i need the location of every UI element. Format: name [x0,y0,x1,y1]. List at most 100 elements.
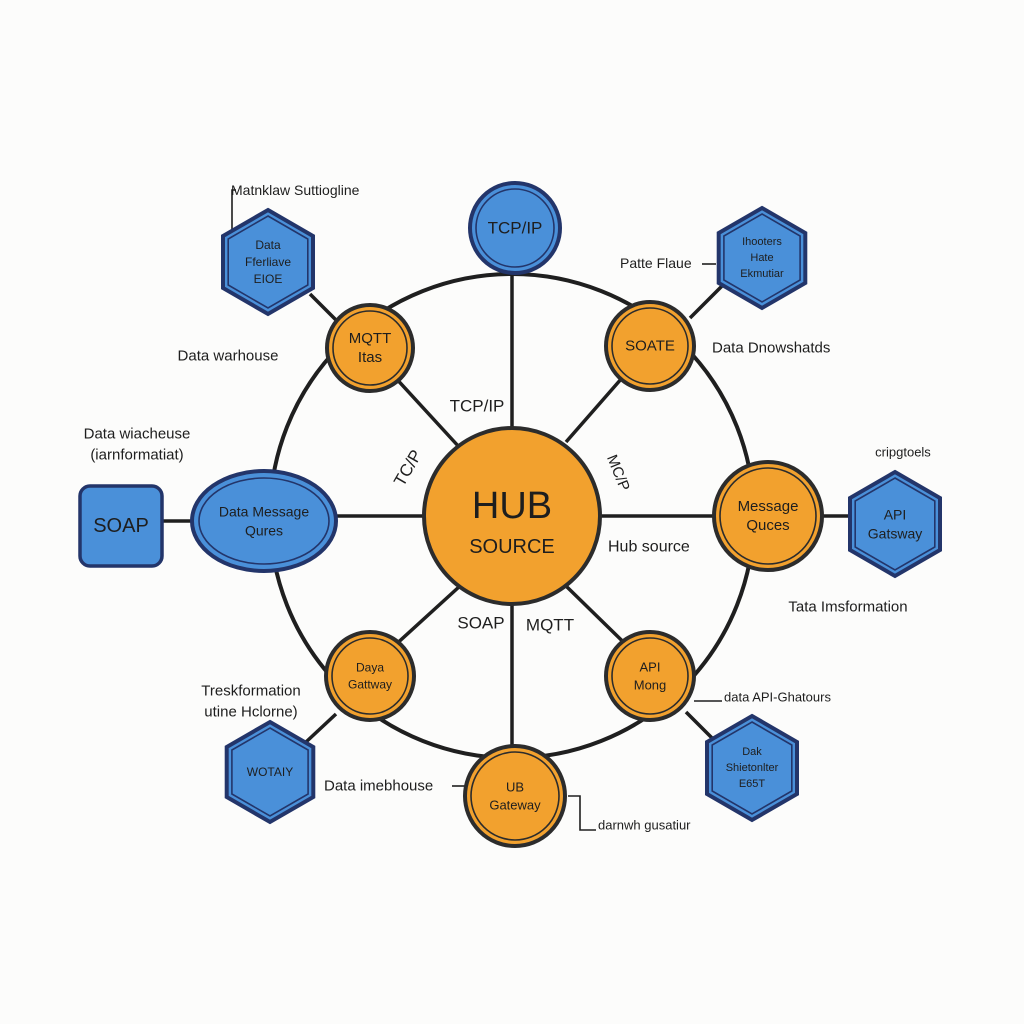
node-data-message-shape [190,469,338,573]
node-mqtt: MQTT Itas [325,303,415,393]
node-hex-api-gateway-label-1: Gatsway [868,526,922,542]
leader-lines [231,189,722,831]
node-api-mong-inner-ring [611,637,689,715]
leader-darnwh-gusatiur [568,795,596,831]
node-api-mong-label-0: API [640,660,661,675]
node-soate-inner-ring [611,307,689,385]
edge-label-3: SOAP [457,614,504,633]
edge-label-2: MC/P [603,452,633,493]
ann-treskformation-line-0: Treskformation [201,683,300,700]
ann-data-api-ghatours-line-0: data API-Ghatours [724,690,831,705]
edge-label-0: TCP/IP [450,397,505,416]
connector-gateway-hex [304,712,338,744]
node-data-gateway-label-1: Gattway [348,678,392,692]
ann-data-wiacheuse-line-0: Data wiacheuse [84,426,191,443]
node-data-gateway-shape [324,630,416,722]
node-data-gateway-label-0: Daya [356,661,384,675]
ann-data-wiacheuse-line-1: (iarnformatiat) [90,447,183,464]
node-hex-dak-label-2: E65T [739,778,766,790]
node-hex-api-gateway-shape [848,469,942,579]
node-hex-wotaiy: WOTAIY [224,719,316,825]
edge-label-5: Hub source [608,539,690,556]
node-hex-api-gateway: API Gatsway [848,469,942,579]
hub-subtitle: SOURCE [469,536,555,558]
node-hex-wotaiy-inner-border [231,727,309,817]
node-tcp-top-inner-ring [475,188,555,268]
node-hex-api-gateway-inner-border [854,477,936,571]
edge-label-4: MQTT [526,616,574,635]
node-ub-gateway-shape [463,744,567,848]
ann-data-warhouse-line-0: Data warhouse [178,348,279,365]
node-message-queues-inner-ring [719,467,817,565]
hub-title: HUB [472,485,552,527]
node-mqtt-label-1: Itas [358,349,382,366]
connector-mqtt-hex [308,292,340,324]
node-hex-ihooters-label-0: Ihooters [742,236,782,248]
node-hex-wotaiy-label-0: WOTAIY [247,765,293,779]
node-hex-dak-label-0: Dak [742,746,762,758]
node-hex-ihooters-shape [716,205,808,311]
node-hex-data-ffieliave-label-0: Data [255,238,281,252]
edge-label-1: TC/P [390,446,426,489]
node-soate-shape [604,300,696,392]
labels-layer: TCP/IP TC/P MC/P SOAP MQTT Hub source Matnklaw… [84,182,932,833]
node-hex-data-ffieliave-label-2: EIOE [254,272,283,286]
node-hex-data-ffieliave-shape [221,207,315,317]
node-ub-gateway-label-1: Gateway [489,798,541,813]
node-message-queues-label-1: Quces [746,517,789,534]
node-ub-gateway-inner-ring [470,751,560,841]
connector-api-hex [684,710,718,744]
ann-matnklaw-line-0: Matnklaw Suttiogline [231,182,360,198]
ann-treskformation-line-1: utine Hclorne) [204,704,297,721]
node-mqtt-shape [325,303,415,393]
node-data-message-inner-ring [198,477,330,565]
ann-cripgtoels-line-0: cripgtoels [875,445,931,460]
node-tcp-top-shape [468,181,562,275]
ann-darnwh-gusatiur-line-0: darnwh gusatiur [598,818,691,833]
hub-node: HUB SOURCE [422,426,602,606]
node-mqtt-label-0: MQTT [349,330,392,347]
node-tcp-top-label-0: TCP/IP [488,219,543,238]
node-hex-dak-inner-border [711,721,793,815]
node-hex-dak-label-1: Shietonlter [726,762,779,774]
ann-tata-imsformation-line-0: Tata Imsformation [788,599,907,616]
node-ub-gateway-label-0: UB [506,780,524,795]
node-hex-data-ffieliave-inner-border [227,215,309,309]
node-data-message-label-0: Data Message [219,504,309,520]
node-soate-label-0: SOATE [625,338,675,355]
node-mqtt-inner-ring [332,310,408,386]
node-api-mong: API Mong [604,630,696,722]
hub-shape [422,426,602,606]
node-api-mong-label-1: Mong [634,678,667,693]
node-data-message-label-1: Qures [245,523,283,539]
node-soap-box: SOAP [78,484,164,568]
node-hex-ihooters-inner-border [723,213,801,303]
node-hex-wotaiy-shape [224,719,316,825]
ann-data-dnowshatds-line-0: Data Dnowshatds [712,340,830,357]
node-soap-box-label-0: SOAP [93,515,149,537]
ann-data-imebhouse-line-0: Data imebhouse [324,778,433,795]
node-tcp-top: TCP/IP [468,181,562,275]
node-message-queues-label-0: Message [738,498,799,515]
node-soate: SOATE [604,300,696,392]
node-message-queues-shape [712,460,824,572]
node-soap-box-shape [78,484,164,568]
leader-matnklaw [231,189,236,232]
node-api-mong-shape [604,630,696,722]
node-hex-api-gateway-label-0: API [884,507,907,523]
connector-soate-hex [688,284,724,320]
node-hex-ihooters-label-2: Ekmutiar [740,268,784,280]
node-hex-ihooters-label-1: Hate [750,252,773,264]
node-data-gateway-inner-ring [331,637,409,715]
node-ub-gateway: UB Gateway [463,744,567,848]
node-hex-data-ffieliave-label-1: Fferliave [245,255,291,269]
